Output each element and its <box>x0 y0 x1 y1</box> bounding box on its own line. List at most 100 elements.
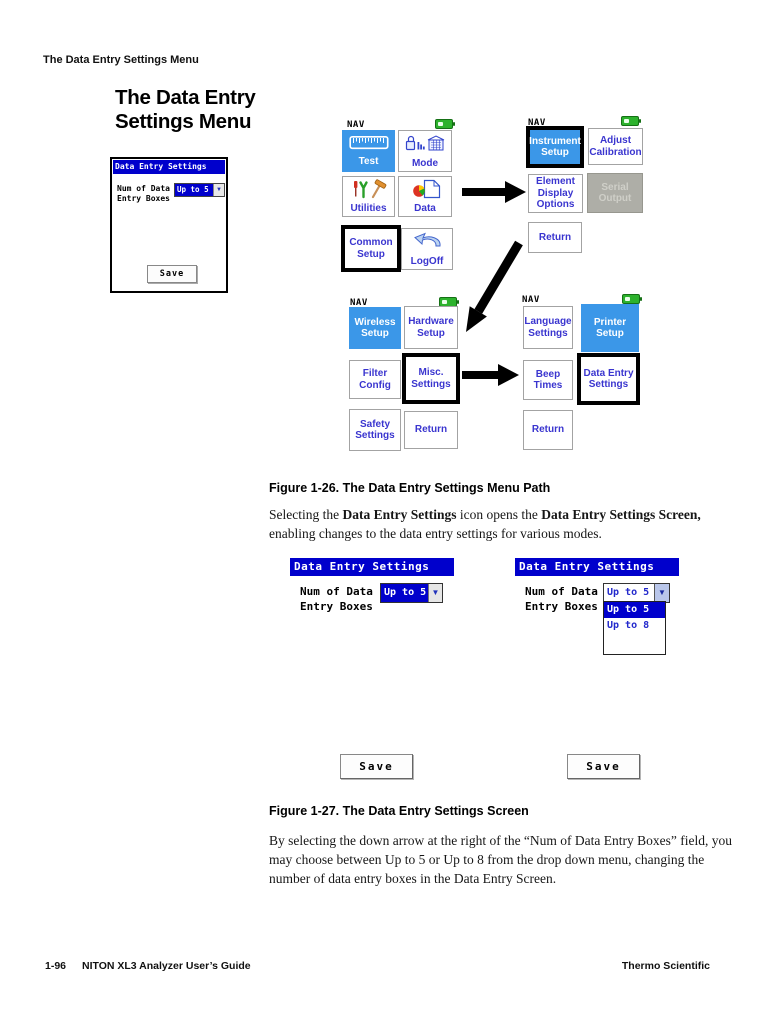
hardware-setup-label: Hardware Setup <box>408 316 454 339</box>
screen-title-bar: Data Entry Settings <box>290 558 454 576</box>
screen-title-bar: Data Entry Settings <box>113 160 225 174</box>
utilities-button: Utilities <box>342 176 395 217</box>
data-entry-settings-button: Data Entry Settings <box>577 353 640 405</box>
label-line1: Num of Data <box>117 184 170 193</box>
serial-output-label: Serial Output <box>598 181 632 205</box>
mode-button: Mode <box>398 130 452 172</box>
serial-output-button: Serial Output <box>587 173 643 213</box>
dropdown-arrow-icon: ▼ <box>213 184 224 196</box>
mode-label: Mode <box>411 157 439 169</box>
dropdown-option-list: Up to 5 Up to 8 <box>603 601 666 655</box>
footer-book-title: NITON XL3 Analyzer User’s Guide <box>82 960 251 972</box>
common-setup-button: Common Setup <box>341 225 401 272</box>
document-pie-icon <box>405 179 445 203</box>
wireless-setup-button: Wireless Setup <box>349 307 401 349</box>
printer-setup-button: Printer Setup <box>581 304 639 352</box>
dropdown-value: Up to 5 <box>381 584 428 602</box>
element-display-options-label: Element Display Options <box>536 176 575 211</box>
return-label: Return <box>414 424 448 436</box>
paragraph-1-text: Selecting the <box>269 507 343 522</box>
nav-label: NAV <box>347 120 365 130</box>
num-entry-boxes-dropdown: Up to 5 ▼ <box>603 583 670 603</box>
nav-screen-common-setup: NAV Wireless Setup Hardware Setup Filter… <box>347 293 460 453</box>
footer-page-number: 1-96 <box>45 960 67 972</box>
dropdown-arrow-icon: ▼ <box>654 584 669 602</box>
label-line2: Entry Boxes <box>525 599 598 613</box>
page-title-line2: Settings Menu <box>115 109 252 133</box>
logoff-button: LogOff <box>401 228 453 270</box>
figure-1-27-caption: Figure 1-27. The Data Entry Settings Scr… <box>269 804 529 818</box>
wireless-setup-label: Wireless Setup <box>354 316 396 340</box>
adjust-calibration-button: Adjust Calibration <box>588 128 643 165</box>
footer-publisher: Thermo Scientific <box>621 960 710 972</box>
dropdown-option-up-to-5: Up to 5 <box>604 602 665 618</box>
data-label: Data <box>414 203 436 214</box>
page-title-line1: The Data Entry <box>115 86 256 109</box>
label-line2: Entry Boxes <box>300 599 373 613</box>
tools-icon <box>349 178 389 203</box>
return-button: Return <box>528 222 582 253</box>
paragraph-1-bold2: Data Entry Settings Screen, <box>541 507 701 522</box>
test-button: Test <box>342 130 395 172</box>
paragraph-1-text: icon opens the <box>456 507 542 522</box>
figure-1-26-caption: Figure 1-26. The Data Entry Settings Men… <box>269 481 551 495</box>
misc-settings-button: Misc. Settings <box>402 353 460 404</box>
instrument-setup-label: Instrument Setup <box>529 135 581 159</box>
nav-label: NAV <box>528 118 546 128</box>
language-settings-button: Language Settings <box>523 306 573 349</box>
data-button: Data <box>398 176 452 217</box>
battery-icon <box>621 116 641 126</box>
ruler-icon <box>348 135 389 155</box>
nav-label: NAV <box>522 295 540 305</box>
return-button: Return <box>404 411 458 449</box>
beep-times-label: Beep Times <box>533 368 563 392</box>
return-label: Return <box>538 231 572 243</box>
language-settings-label: Language Settings <box>524 316 572 339</box>
instrument-setup-button: Instrument Setup <box>526 126 584 168</box>
save-button: Save <box>340 754 413 779</box>
label-line2: Entry Boxes <box>117 194 170 203</box>
lock-chart-building-icons <box>404 133 446 157</box>
safety-settings-button: Safety Settings <box>349 409 401 451</box>
element-display-options-button: Element Display Options <box>528 174 583 213</box>
paragraph-1-text: enabling changes to the data entry setti… <box>269 526 602 541</box>
printer-setup-label: Printer Setup <box>593 316 627 340</box>
dropdown-arrow-icon: ▼ <box>428 584 442 602</box>
beep-times-button: Beep Times <box>523 360 573 400</box>
return-button: Return <box>523 410 573 450</box>
dropdown-option-up-to-8: Up to 8 <box>607 620 650 631</box>
return-label: Return <box>531 424 565 436</box>
adjust-calibration-label: Adjust Calibration <box>589 135 642 158</box>
utilities-label: Utilities <box>350 203 387 214</box>
running-header: The Data Entry Settings Menu <box>43 54 199 66</box>
num-entry-boxes-dropdown: Up to 5 ▼ <box>380 583 443 603</box>
misc-settings-label: Misc. Settings <box>411 367 451 390</box>
hardware-setup-button: Hardware Setup <box>404 306 458 349</box>
back-arrow-icon <box>410 231 444 255</box>
battery-icon <box>435 119 455 129</box>
nav-screen-instrument-setup: NAV Instrument Setup Adjust Calibration … <box>526 114 643 256</box>
label-line1: Num of Data <box>300 585 373 598</box>
num-entry-boxes-dropdown: Up to 5 ▼ <box>174 183 225 197</box>
dropdown-value: Up to 5 <box>607 587 650 598</box>
screen-title-bar: Data Entry Settings <box>515 558 679 576</box>
paragraph-2: By selecting the down arrow at the right… <box>269 833 733 886</box>
save-button: Save <box>147 265 197 283</box>
paragraph-1-bold1: Data Entry Settings <box>342 507 457 522</box>
test-label: Test <box>358 155 379 167</box>
filter-config-button: Filter Config <box>349 360 401 399</box>
dropdown-value: Up to 5 <box>175 184 213 196</box>
paragraph-1: Selecting the Data Entry Settings icon o… <box>269 505 716 543</box>
data-entry-settings-label: Data Entry Settings <box>583 367 634 391</box>
nav-screen-main-menu: NAV Test Mode Utilities Data <box>341 118 455 274</box>
nav-label: NAV <box>350 298 368 308</box>
safety-settings-label: Safety Settings <box>355 418 395 442</box>
label-line1: Num of Data <box>525 585 598 598</box>
logoff-label: LogOff <box>410 255 444 267</box>
